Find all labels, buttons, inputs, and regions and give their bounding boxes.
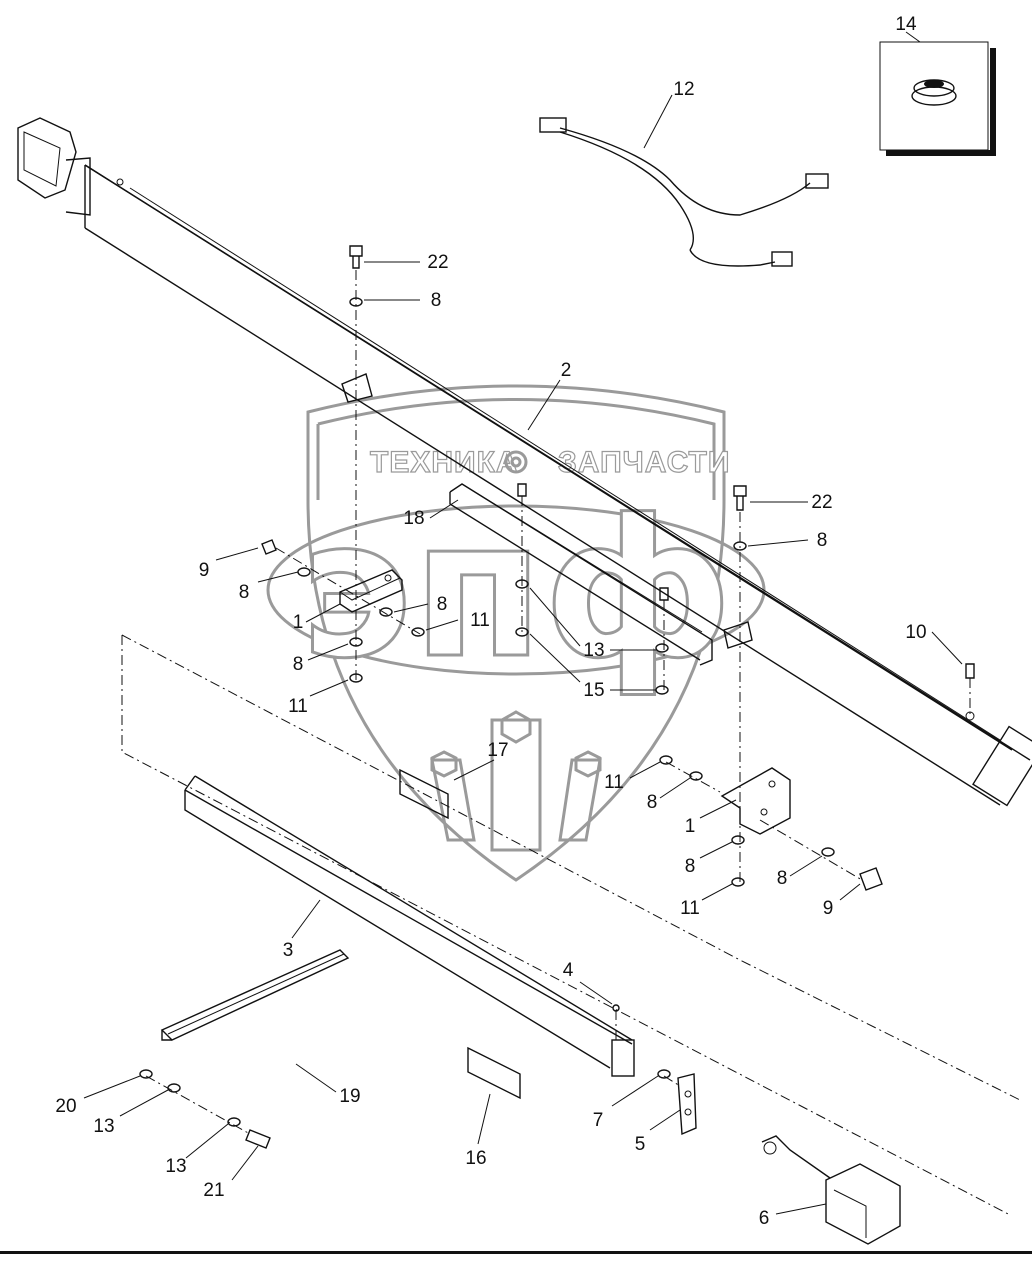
callout-3: 3 <box>283 940 294 961</box>
callout-10: 10 <box>905 622 926 643</box>
reflector-16 <box>467 1046 521 1100</box>
leader-lines <box>83 31 963 1215</box>
callout-8-right-b: 8 <box>647 792 658 813</box>
callout-8-left: 8 <box>239 582 250 603</box>
callout-19: 19 <box>339 1086 360 1107</box>
callout-8-right-d: 8 <box>777 868 788 889</box>
callout-13-mid: 13 <box>583 640 604 661</box>
callout-8-lowleft: 8 <box>293 654 304 675</box>
upper-left-lamp <box>17 117 91 216</box>
callout-7: 7 <box>593 1110 604 1131</box>
callout-1-lower: 1 <box>685 816 696 837</box>
lower-beam <box>184 775 635 1077</box>
rear-lamp <box>761 1135 901 1245</box>
callout-18: 18 <box>403 508 424 529</box>
bottom-rule <box>0 1251 1032 1254</box>
callout-1-upper: 1 <box>293 612 304 633</box>
main-beam <box>84 164 1032 807</box>
watermark-left-text: ТЕХНИКА <box>370 446 519 479</box>
watermark-right-text: ЗАПЧАСТИ <box>558 446 730 479</box>
callout-15: 15 <box>583 680 604 701</box>
assembly-outline <box>121 634 1021 1216</box>
callout-14: 14 <box>895 14 917 35</box>
callout-11-left: 11 <box>288 696 308 717</box>
callout-17: 17 <box>487 740 508 761</box>
bracket-5 <box>677 1073 697 1136</box>
callout-13-lowmid: 13 <box>165 1156 186 1177</box>
gear-icon <box>504 450 528 474</box>
channel-19 <box>160 949 350 1041</box>
callout-8-right-c: 8 <box>685 856 696 877</box>
alignment-lines <box>145 270 971 1135</box>
callout-labels: 14 12 22 8 2 18 22 8 9 8 8 1 11 8 11 13 … <box>55 14 926 1229</box>
callout-22-upper: 22 <box>427 252 448 273</box>
channel-18 <box>449 483 713 666</box>
bracket-lower <box>720 767 791 835</box>
grommet-box <box>879 41 996 156</box>
callout-6: 6 <box>759 1208 770 1229</box>
callout-11-mid: 11 <box>470 610 490 631</box>
callout-11-right: 11 <box>604 772 624 793</box>
wire-harness <box>539 117 829 267</box>
callout-11-lower: 11 <box>680 898 700 919</box>
callout-8-right: 8 <box>817 530 828 551</box>
callout-5: 5 <box>635 1134 646 1155</box>
callout-8-upper: 8 <box>431 290 442 311</box>
callout-9-right: 9 <box>823 898 834 919</box>
callout-9-left: 9 <box>199 560 210 581</box>
reflector-17 <box>399 768 449 820</box>
callout-20: 20 <box>55 1096 76 1117</box>
callout-4: 4 <box>563 960 574 981</box>
callout-21: 21 <box>203 1180 224 1201</box>
callout-22-right: 22 <box>811 492 832 513</box>
callout-13-lowleft: 13 <box>93 1116 114 1137</box>
callout-12: 12 <box>673 79 694 100</box>
callout-8-mid: 8 <box>437 594 448 615</box>
callout-2: 2 <box>561 360 572 381</box>
wheat-icon <box>430 710 602 852</box>
callout-16: 16 <box>465 1148 486 1169</box>
